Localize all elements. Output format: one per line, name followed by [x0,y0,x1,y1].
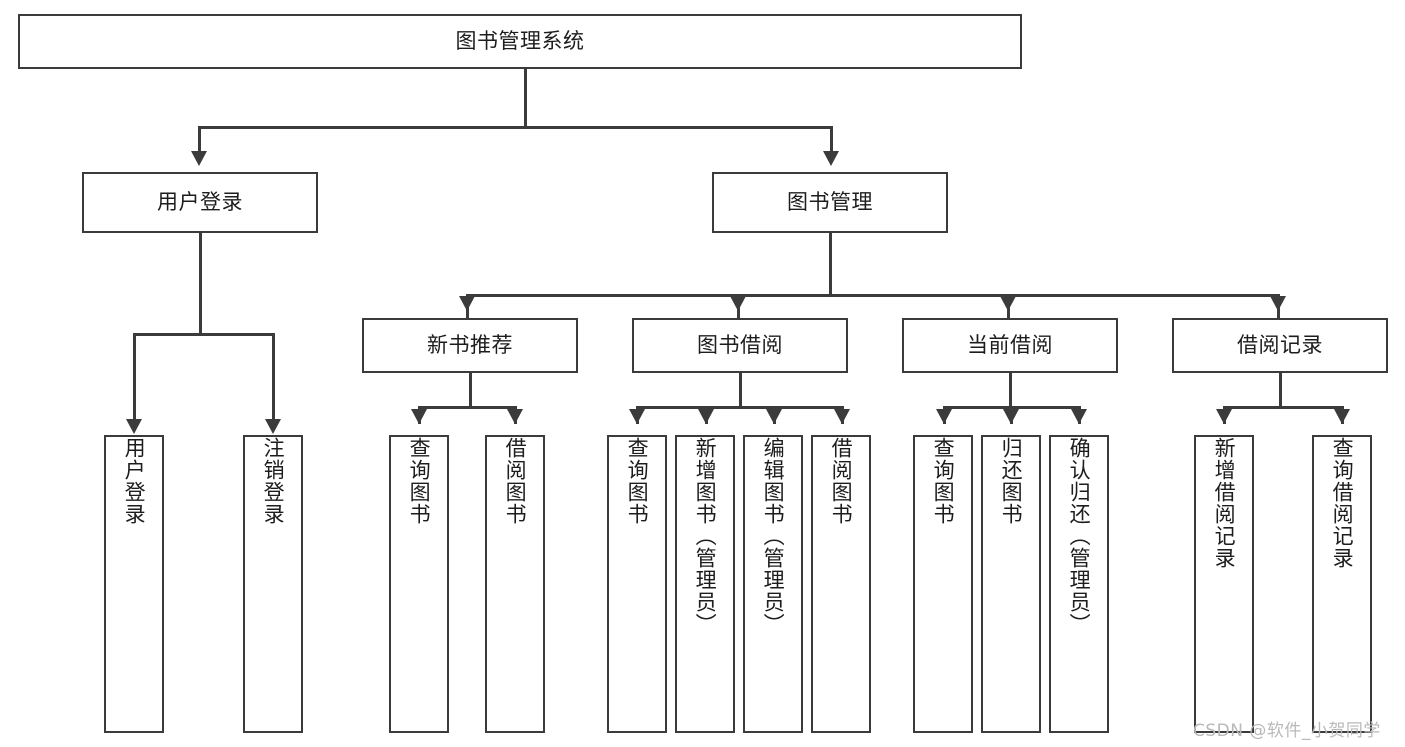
connector-book-borrow-stem [739,373,742,408]
leaf-label: 借阅图书 [503,437,528,525]
node-current-borrow[interactable]: 当前借阅 [902,318,1118,373]
arrowhead-bm-to-new-book [459,296,475,311]
node-label: 图书借阅 [697,332,783,357]
leaf-label: 注销登录 [261,437,286,525]
connector-user-login-stem [199,233,202,335]
arrowhead-root-to-book-management [823,151,839,166]
connector-book-management-stem [829,233,832,296]
arrowhead-user-login-leaf-2 [265,419,281,434]
connector-root-to-user-login [198,126,201,153]
node-label: 图书管理系统 [455,28,585,53]
connector-borrow-record-bus [1223,406,1343,409]
arrowhead-bm-to-book-borrow [730,296,746,311]
arrowhead-user-login-leaf-1 [126,419,142,434]
connector-user-login-to-leaf-2 [272,333,275,421]
arrowhead-br-leaf-1 [1216,409,1232,424]
leaf-user-logout[interactable]: 注销登录 [243,435,303,733]
leaf-label: 查询图书 [931,437,956,525]
leaf-query-book-current[interactable]: 查询图书 [913,435,973,733]
leaf-label: 用户登录 [122,437,147,525]
connector-user-login-to-leaf-1 [133,333,136,421]
arrowhead-cb-leaf-3 [1071,409,1087,424]
node-label: 图书管理 [787,189,873,214]
leaf-label: 编辑图书（管理员） [761,437,786,635]
leaf-label: 借阅图书 [829,437,854,525]
node-label: 借阅记录 [1237,332,1323,357]
connector-root-bus [198,126,832,129]
node-new-book-recommend[interactable]: 新书推荐 [362,318,578,373]
leaf-user-login[interactable]: 用户登录 [104,435,164,733]
leaf-label: 查询图书 [407,437,432,525]
leaf-return-book[interactable]: 归还图书 [981,435,1041,733]
leaf-label: 新增图书（管理员） [693,437,718,635]
arrowhead-cb-leaf-1 [936,409,952,424]
leaf-add-book-admin[interactable]: 新增图书（管理员） [675,435,735,733]
leaf-label: 确认归还（管理员） [1067,437,1092,635]
leaf-label: 归还图书 [999,437,1024,525]
leaf-query-borrow-record[interactable]: 查询借阅记录 [1312,435,1372,733]
node-root-book-management-system[interactable]: 图书管理系统 [18,14,1022,69]
arrowhead-new-book-leaf-2 [507,409,523,424]
leaf-confirm-return-admin[interactable]: 确认归还（管理员） [1049,435,1109,733]
arrowhead-bm-to-current-borrow [1000,296,1016,311]
node-book-borrow[interactable]: 图书借阅 [632,318,848,373]
connector-new-book-stem [469,373,472,408]
leaf-query-book-borrow[interactable]: 查询图书 [607,435,667,733]
leaf-label: 查询图书 [625,437,650,525]
connector-new-book-bus [418,406,516,409]
arrowhead-cb-leaf-2 [1003,409,1019,424]
connector-book-management-bus [466,294,1280,297]
arrowhead-bb-leaf-4 [834,409,850,424]
arrowhead-bb-leaf-2 [698,409,714,424]
leaf-query-book-recommend[interactable]: 查询图书 [389,435,449,733]
arrowhead-bm-to-borrow-record [1270,296,1286,311]
node-borrow-record[interactable]: 借阅记录 [1172,318,1388,373]
arrowhead-bb-leaf-1 [629,409,645,424]
connector-borrow-record-stem [1279,373,1282,408]
node-user-login[interactable]: 用户登录 [82,172,318,233]
node-book-management[interactable]: 图书管理 [712,172,948,233]
connector-book-borrow-bus [636,406,843,409]
arrowhead-root-to-user-login [191,151,207,166]
connector-user-login-bus [133,333,272,336]
node-label: 新书推荐 [427,332,513,357]
arrowhead-bb-leaf-3 [766,409,782,424]
leaf-borrow-book[interactable]: 借阅图书 [811,435,871,733]
connector-root-stem [524,69,527,128]
leaf-borrow-book-recommend[interactable]: 借阅图书 [485,435,545,733]
connector-root-to-book-management [830,126,833,153]
leaf-label: 新增借阅记录 [1212,437,1237,569]
arrowhead-br-leaf-2 [1334,409,1350,424]
leaf-add-borrow-record[interactable]: 新增借阅记录 [1194,435,1254,733]
leaf-edit-book-admin[interactable]: 编辑图书（管理员） [743,435,803,733]
node-label: 用户登录 [157,189,243,214]
node-label: 当前借阅 [967,332,1053,357]
leaf-label: 查询借阅记录 [1330,437,1355,569]
arrowhead-new-book-leaf-1 [411,409,427,424]
connector-current-borrow-stem [1009,373,1012,408]
